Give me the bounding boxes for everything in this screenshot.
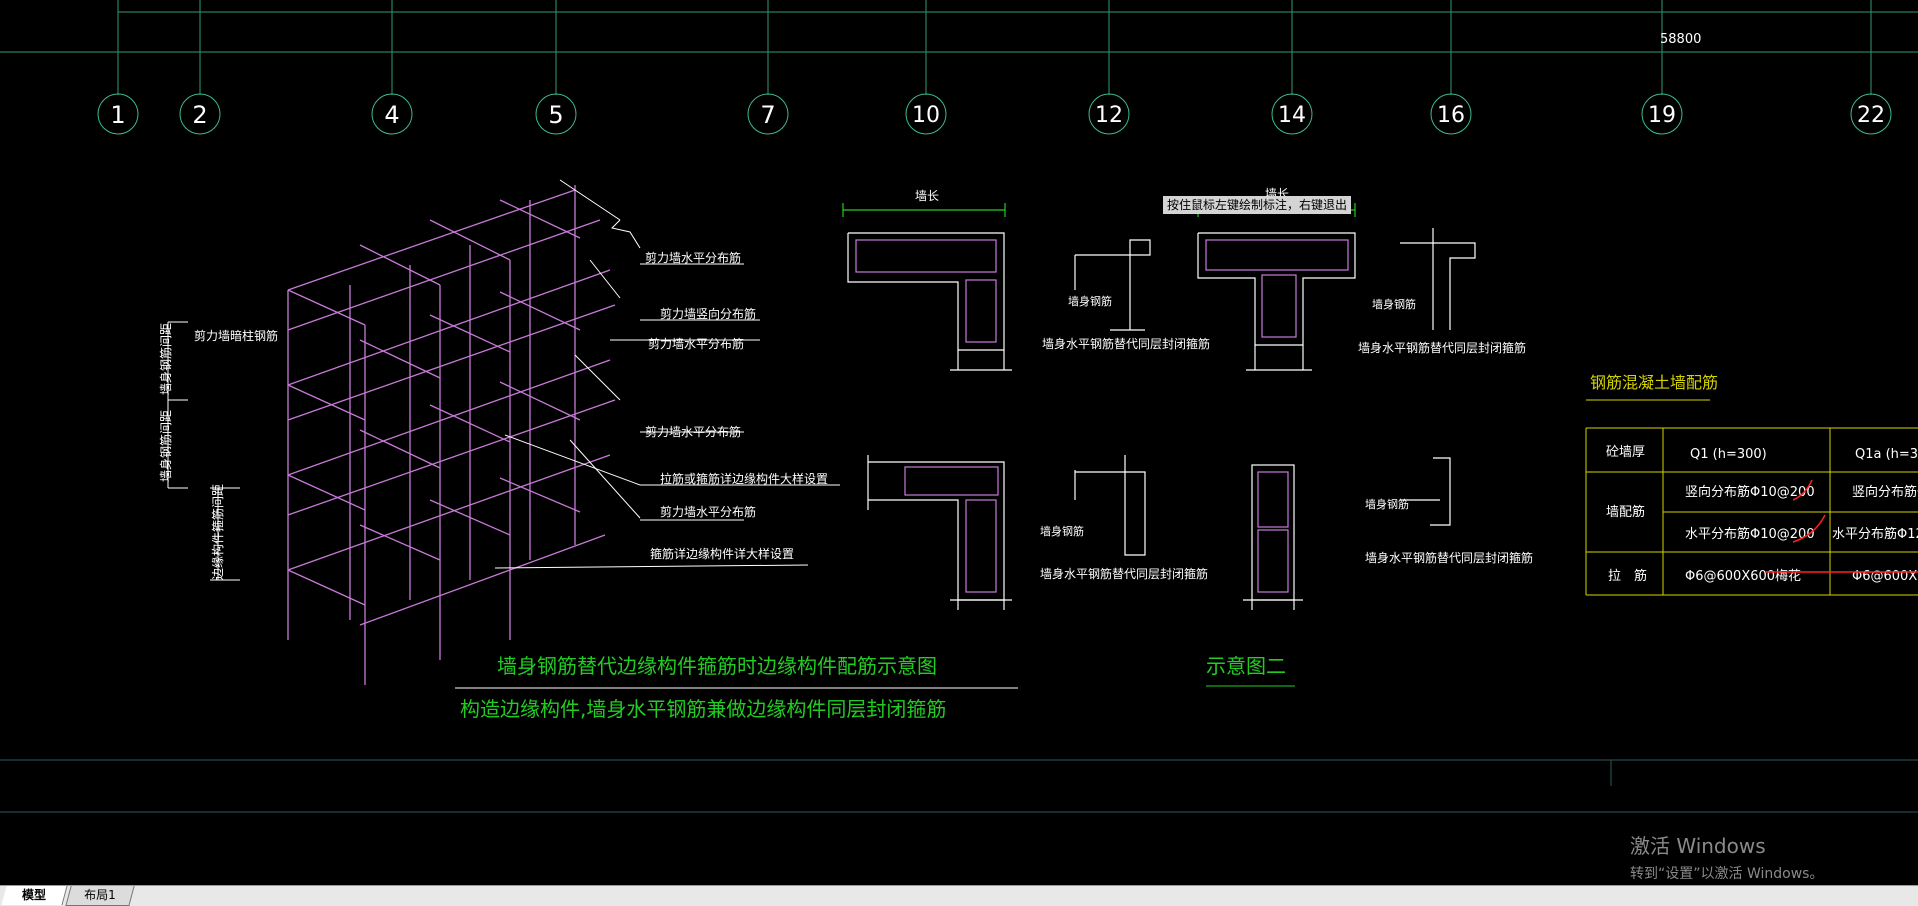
svg-text:边缘构件箍筋间距: 边缘构件箍筋间距: [210, 484, 225, 580]
watermark-subtitle: 转到“设置”以激活 Windows。: [1630, 866, 1824, 882]
svg-text:4: 4: [384, 101, 399, 129]
wall-rebar-label: 墙身钢筋: [1068, 294, 1112, 308]
watermark-title: 激活 Windows: [1630, 834, 1766, 858]
layout-tab-bar: 模型 布局1: [0, 885, 1918, 906]
detail-caption: 墙身水平钢筋替代同层封闭箍筋: [1358, 340, 1526, 355]
rebar-table-grid: [1585, 427, 1918, 596]
svg-text:拉 筋: 拉 筋: [1608, 568, 1647, 584]
column-section-detail: [1243, 464, 1303, 610]
table-title: 钢筋混凝土墙配筋: [1590, 373, 1718, 392]
left-detail-labels: 剪力墙水平分布筋 剪力墙竖向分布筋 剪力墙水平分布筋 剪力墙水平分布筋 拉筋或箍…: [158, 250, 828, 580]
detail-caption: 墙身水平钢筋替代同层封闭箍筋: [1040, 566, 1208, 581]
detail-title-2: 构造边缘构件,墙身水平钢筋兼做边缘构件同层封闭箍筋: [460, 697, 946, 721]
detail-caption: 墙身水平钢筋替代同层封闭箍筋: [1042, 336, 1210, 351]
axis-bubble: 1: [97, 93, 139, 135]
wall-rebar-label: 墙身钢筋: [1372, 297, 1416, 311]
axis-bubble: 2: [179, 93, 221, 135]
svg-text:10: 10: [912, 103, 940, 128]
leader-lines: [167, 179, 1018, 689]
hook-detail-4: [1400, 457, 1451, 526]
svg-text:16: 16: [1437, 103, 1465, 128]
axis-bubble: 14: [1271, 93, 1313, 135]
svg-text:Q1a (h=3: Q1a (h=3: [1855, 447, 1918, 462]
svg-text:Q1 (h=300): Q1 (h=300): [1690, 447, 1767, 462]
svg-text:竖向分布筋Φ10@200: 竖向分布筋Φ10@200: [1685, 484, 1815, 500]
svg-text:7: 7: [760, 101, 775, 129]
detail-title-1: 墙身钢筋替代边缘构件箍筋时边缘构件配筋示意图: [497, 654, 937, 678]
axis-bubble: 7: [747, 93, 789, 135]
rebar-cage-isometric: [287, 185, 616, 685]
svg-text:砼墙厚: 砼墙厚: [1606, 445, 1645, 460]
total-dimension: 58800: [1660, 32, 1701, 47]
svg-text:剪力墙水平分布筋: 剪力墙水平分布筋: [645, 424, 741, 439]
axis-bubble: 5: [535, 93, 577, 135]
l-section-detail-2: [867, 455, 1012, 610]
hook-detail-2: [1400, 228, 1476, 330]
axis-bubble: 16: [1430, 93, 1472, 135]
axis-bubble: 22: [1850, 93, 1892, 135]
svg-text:墙身钢筋间距: 墙身钢筋间距: [158, 410, 173, 482]
svg-text:22: 22: [1857, 103, 1885, 128]
red-markup: [1766, 479, 1918, 573]
windows-activation-watermark: 激活 Windows 转到“设置”以激活 Windows。: [1630, 830, 1823, 883]
svg-text:水平分布筋Φ10@200: 水平分布筋Φ10@200: [1685, 526, 1815, 542]
svg-text:竖向分布筋Φ10: 竖向分布筋Φ10: [1852, 484, 1918, 500]
cursor-tooltip: 按住鼠标左键绘制标注，右键退出: [1163, 196, 1352, 214]
axis-bubbles: 1 2 4 5 7 10 12 14 16 19 22: [97, 93, 1892, 135]
wall-rebar-label: 墙身钢筋: [1365, 497, 1409, 511]
svg-text:Φ6@600X600梅花: Φ6@600X600梅花: [1685, 568, 1801, 584]
wall-rebar-label: 墙身钢筋: [1040, 524, 1084, 538]
wall-length-label: 墙长: [915, 189, 939, 203]
svg-text:剪力墙水平分布筋: 剪力墙水平分布筋: [660, 504, 756, 519]
svg-text:拉筋或箍筋详边缘构件大样设置: 拉筋或箍筋详边缘构件大样设置: [660, 471, 828, 486]
svg-text:墙身钢筋间距: 墙身钢筋间距: [158, 323, 173, 395]
svg-text:14: 14: [1278, 103, 1306, 128]
svg-text:1: 1: [110, 101, 125, 129]
diagram2-title: 示意图二: [1206, 654, 1286, 678]
axis-bubble: 10: [905, 93, 947, 135]
t-section-detail: [1197, 203, 1356, 371]
axis-bubble: 19: [1641, 93, 1683, 135]
axis-bubble: 4: [371, 93, 413, 135]
svg-text:5: 5: [548, 101, 563, 129]
hook-detail-1: [1074, 239, 1151, 331]
tab-layout1[interactable]: 布局1: [65, 886, 135, 906]
svg-text:剪力墙水平分布筋: 剪力墙水平分布筋: [645, 250, 741, 265]
axis-bubble: 12: [1088, 93, 1130, 135]
svg-text:剪力墙水平分布筋: 剪力墙水平分布筋: [648, 336, 744, 351]
svg-text:剪力墙竖向分布筋: 剪力墙竖向分布筋: [660, 306, 756, 321]
detail-caption: 墙身水平钢筋替代同层封闭箍筋: [1365, 550, 1533, 565]
hook-detail-3: [1074, 455, 1146, 556]
svg-text:墙配筋: 墙配筋: [1606, 504, 1645, 520]
l-section-detail-1: [842, 203, 1012, 371]
svg-text:2: 2: [192, 101, 207, 129]
svg-text:水平分布筋Φ12/Φ1: 水平分布筋Φ12/Φ1: [1832, 526, 1918, 542]
rebar-table-text: 砼墙厚 Q1 (h=300) Q1a (h=3 墙配筋 竖向分布筋Φ10@200…: [1606, 445, 1918, 584]
svg-text:19: 19: [1648, 103, 1676, 128]
svg-text:剪力墙暗柱钢筋: 剪力墙暗柱钢筋: [194, 328, 278, 343]
command-area-lines: [0, 759, 1918, 813]
svg-text:12: 12: [1095, 103, 1123, 128]
dimension-lines: [0, 0, 1918, 95]
tab-model[interactable]: 模型: [1, 886, 68, 905]
svg-text:箍筋详边缘构件详大样设置: 箍筋详边缘构件详大样设置: [650, 546, 794, 561]
cad-model-space[interactable]: 58800 1 2 4 5 7 10 12 14 16 19 22: [0, 0, 1918, 885]
